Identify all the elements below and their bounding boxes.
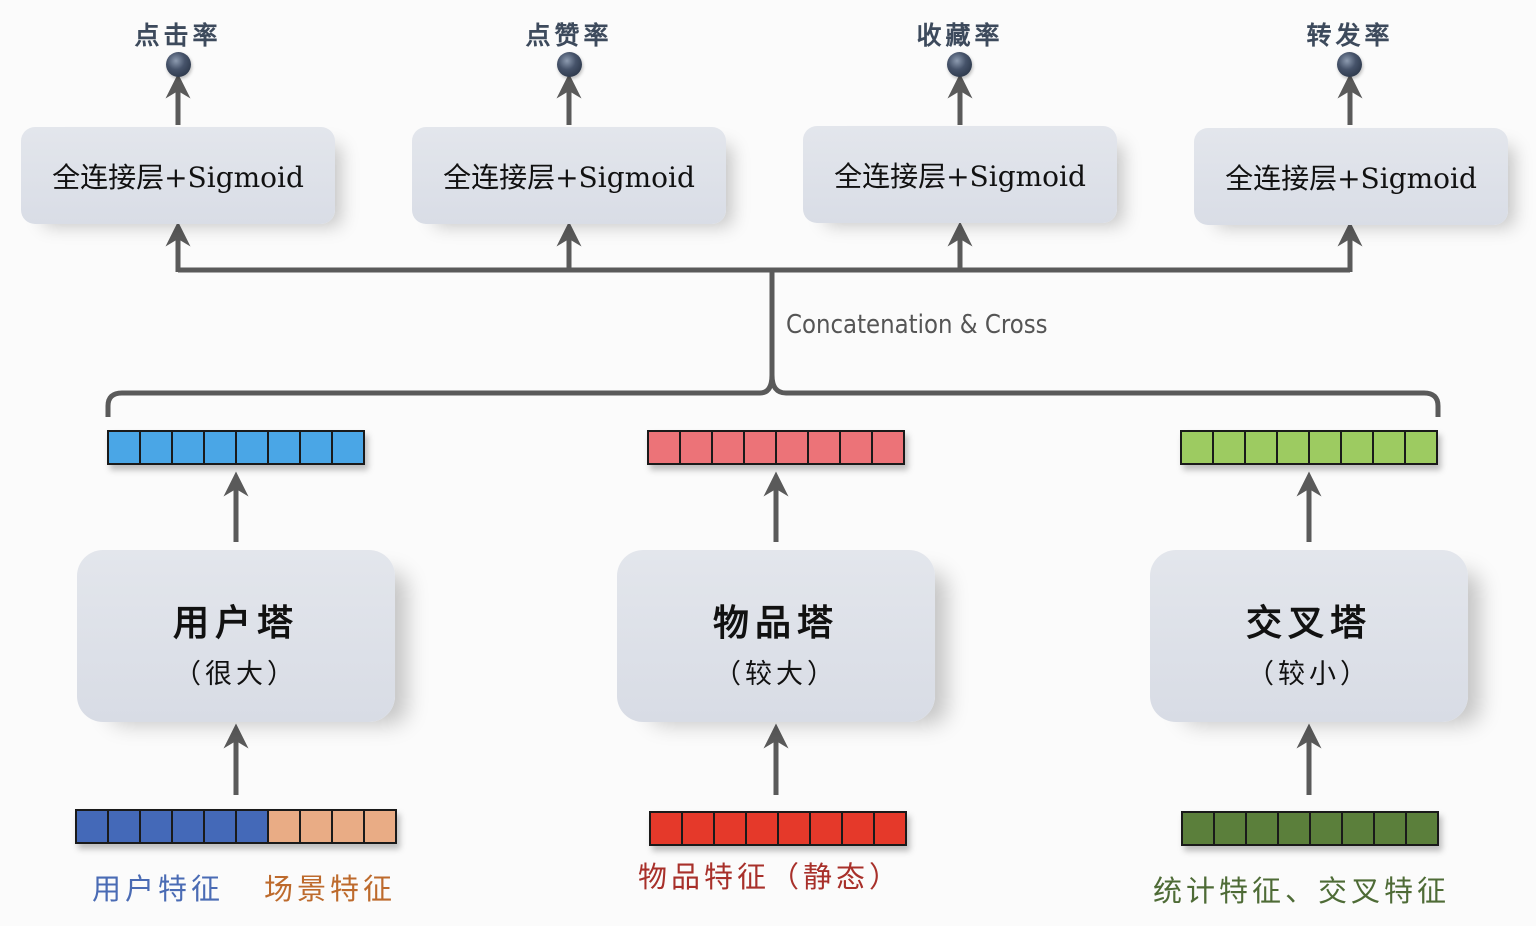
vector-cell	[1310, 432, 1342, 463]
vector-cell	[205, 811, 237, 842]
vector-cell	[333, 432, 363, 463]
tower-size: （很大）	[174, 659, 298, 690]
vector-cell	[1246, 432, 1278, 463]
output-label: 点击率	[134, 21, 222, 50]
vector-cell	[811, 813, 843, 844]
vector-cell	[747, 813, 779, 844]
tower-size: （较小）	[1247, 659, 1371, 690]
vector-cell	[713, 432, 745, 463]
user-feature-label: 用户特征	[92, 872, 225, 906]
item-tower-output-vector	[647, 430, 905, 465]
vector-cell	[843, 813, 875, 844]
vector-cell	[715, 813, 747, 844]
user-tower: 用户塔 （很大）	[77, 550, 395, 722]
fc-sigmoid-label: 全连接层+Sigmoid	[834, 159, 1086, 193]
output-node-icon	[557, 52, 582, 77]
vector-cell	[1182, 432, 1214, 463]
vector-cell	[681, 432, 713, 463]
vector-cell	[1342, 432, 1374, 463]
vector-cell	[173, 811, 205, 842]
vector-cell	[109, 432, 141, 463]
cross-feature-vector	[1181, 811, 1439, 846]
tower-name: 交叉塔	[1245, 602, 1372, 644]
output-label: 点赞率	[525, 21, 613, 50]
vector-cell	[1279, 813, 1311, 844]
cross-tower-output-vector	[1180, 430, 1438, 465]
vector-cell	[237, 432, 269, 463]
fc-sigmoid-box: 全连接层+Sigmoid	[1194, 128, 1508, 225]
vector-cell	[1407, 813, 1437, 844]
output-node-icon	[947, 52, 972, 77]
tower-name: 物品塔	[712, 602, 839, 644]
vector-cell	[1375, 813, 1407, 844]
item-tower: 物品塔 （较大）	[617, 550, 935, 722]
output-node-icon	[1337, 52, 1362, 77]
vector-cell	[205, 432, 237, 463]
vector-cell	[333, 811, 365, 842]
vector-cell	[1406, 432, 1436, 463]
vector-cell	[77, 811, 109, 842]
user-scene-feature-vector	[75, 809, 397, 844]
cross-tower: 交叉塔 （较小）	[1150, 550, 1468, 722]
tower-name: 用户塔	[172, 602, 299, 644]
vector-cell	[1278, 432, 1310, 463]
cross-feature-label: 统计特征、交叉特征	[1153, 874, 1451, 908]
concatenation-label: Concatenation & Cross	[786, 310, 1048, 340]
vector-cell	[1247, 813, 1279, 844]
vector-cell	[1183, 813, 1215, 844]
vector-cell	[269, 811, 301, 842]
vector-cell	[841, 432, 873, 463]
vector-cell	[1215, 813, 1247, 844]
output-node-icon	[166, 52, 191, 77]
fc-sigmoid-box: 全连接层+Sigmoid	[21, 127, 335, 224]
tower-size: （较大）	[714, 659, 838, 690]
scene-feature-label: 场景特征	[264, 872, 397, 906]
merge-bracket	[105, 374, 1441, 417]
vector-cell	[683, 813, 715, 844]
fc-sigmoid-label: 全连接层+Sigmoid	[1225, 161, 1477, 195]
vector-cell	[651, 813, 683, 844]
user-tower-output-vector	[107, 430, 365, 465]
vector-cell	[109, 811, 141, 842]
vector-cell	[141, 432, 173, 463]
fc-sigmoid-label: 全连接层+Sigmoid	[443, 160, 695, 194]
vector-cell	[1214, 432, 1246, 463]
item-feature-vector	[649, 811, 907, 846]
vector-cell	[649, 432, 681, 463]
fc-sigmoid-box: 全连接层+Sigmoid	[803, 126, 1117, 223]
vector-cell	[237, 811, 269, 842]
vector-cell	[301, 811, 333, 842]
output-label: 转发率	[1306, 21, 1394, 50]
item-feature-label: 物品特征（静态）	[638, 860, 903, 894]
vector-cell	[875, 813, 905, 844]
fc-sigmoid-box: 全连接层+Sigmoid	[412, 127, 726, 224]
vector-cell	[745, 432, 777, 463]
vector-cell	[1374, 432, 1406, 463]
vector-cell	[269, 432, 301, 463]
vector-cell	[141, 811, 173, 842]
vector-cell	[301, 432, 333, 463]
fc-sigmoid-label: 全连接层+Sigmoid	[52, 160, 304, 194]
vector-cell	[365, 811, 395, 842]
vector-cell	[1311, 813, 1343, 844]
vector-cell	[809, 432, 841, 463]
vector-cell	[173, 432, 205, 463]
vector-cell	[1343, 813, 1375, 844]
vector-cell	[777, 432, 809, 463]
vector-cell	[873, 432, 903, 463]
vector-cell	[779, 813, 811, 844]
output-label: 收藏率	[916, 21, 1004, 50]
